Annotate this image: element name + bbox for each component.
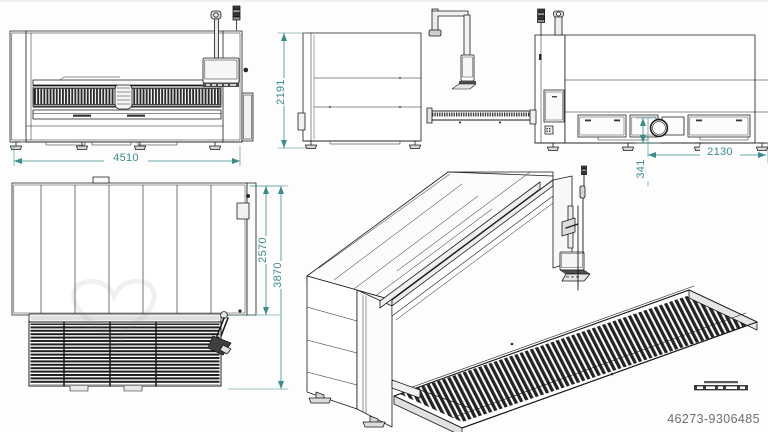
manufacturer-plate-icon (694, 381, 748, 391)
dimension-3870: 3870 (272, 262, 284, 288)
dimension-4510: 4510 (113, 152, 139, 164)
dimension-2570: 2570 (257, 237, 269, 263)
dimension-height-side: 2191 (275, 32, 309, 149)
view-rear-elevation (529, 8, 768, 151)
monitor-arm-side (428, 8, 477, 90)
pendant-arm-plan (207, 311, 232, 356)
dimension-341: 341 (635, 159, 647, 178)
dimension-depth-body-top: 2570 (229, 185, 281, 316)
dimension-depth-total-top: 3870 (227, 185, 289, 390)
shuttle-pallet-iso (393, 285, 758, 432)
signal-tower-rear (537, 8, 564, 36)
view-side-elevation (297, 8, 552, 149)
view-isometric-3d (306, 165, 758, 432)
view-top-plan (11, 176, 257, 392)
control-pendant-front (202, 10, 240, 87)
dimension-offset-rear: 341 (635, 117, 661, 187)
dimension-depth-rear: 2130 (647, 142, 768, 164)
drawing-id-code: 46273-9306485 (667, 412, 760, 426)
control-pendant-iso (559, 165, 591, 291)
view-front-elevation (9, 5, 254, 150)
dimension-2191: 2191 (275, 79, 287, 105)
signal-tower-front (232, 5, 241, 31)
dimension-width-front: 4510 (13, 145, 241, 167)
dimension-2130: 2130 (707, 146, 733, 158)
